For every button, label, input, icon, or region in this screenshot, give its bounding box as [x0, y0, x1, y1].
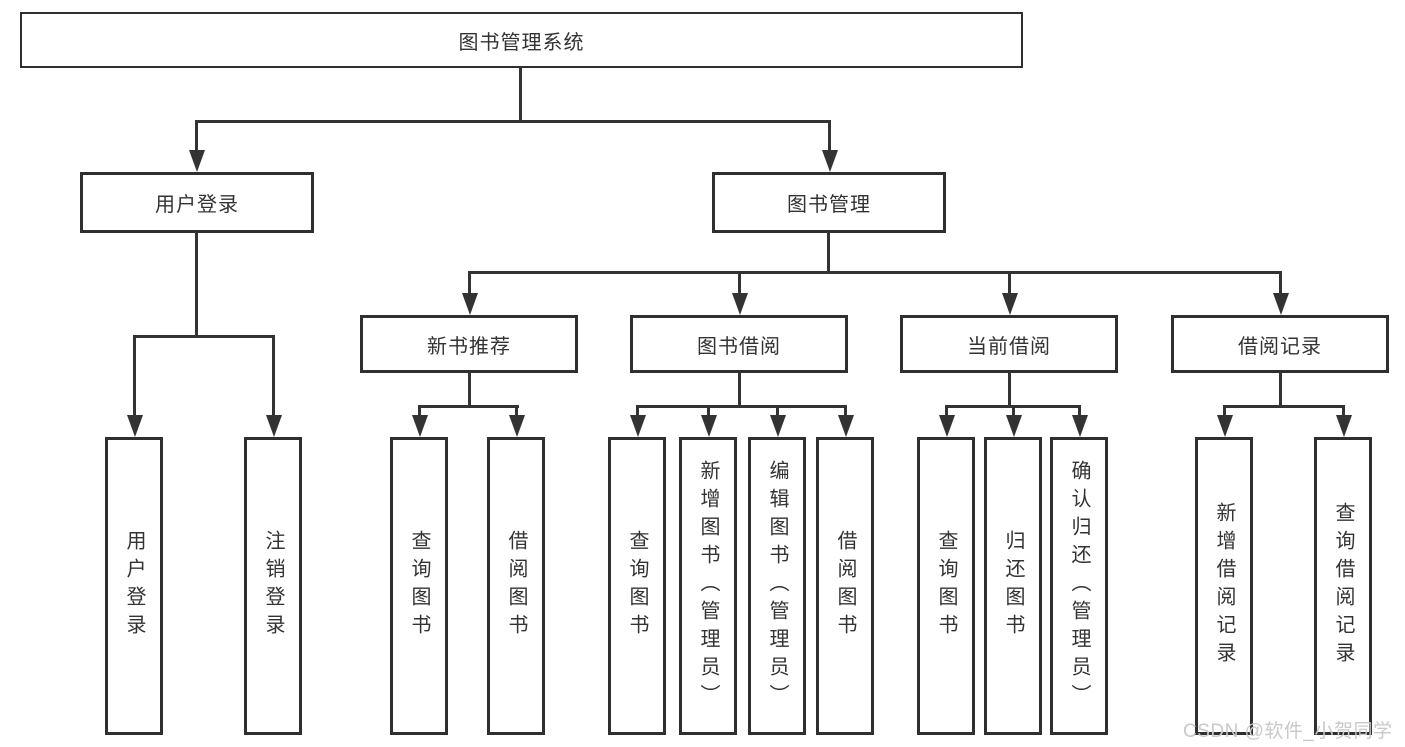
node-borrow-books-recommend: 借阅图书 [487, 437, 545, 735]
connector-line [468, 271, 1282, 274]
node-borrow-records: 借阅记录 [1171, 315, 1389, 373]
connector-line [828, 121, 831, 155]
node-user-login: 用户登录 [80, 172, 314, 233]
node-query-borrow-record: 查询借阅记录 [1314, 437, 1372, 735]
arrowhead-icon [412, 415, 428, 437]
arrowhead-icon [732, 293, 748, 315]
node-label: 当前借阅 [967, 335, 1051, 358]
arrowhead-icon [1006, 415, 1022, 437]
connector-line [1279, 272, 1282, 297]
node-current-borrow: 当前借阅 [900, 315, 1118, 373]
connector-line [418, 406, 421, 419]
connector-line [468, 272, 471, 297]
arrowhead-icon [838, 415, 854, 437]
node-library-system: 图书管理系统 [20, 12, 1023, 68]
arrowhead-icon [630, 415, 646, 437]
node-label: 新增借阅记录 [1213, 502, 1235, 670]
node-label: 查询图书 [935, 530, 957, 642]
arrowhead-icon [127, 415, 143, 437]
node-label: 图书管理系统 [458, 31, 585, 54]
node-query-books-current: 查询图书 [917, 437, 975, 735]
connector-line [738, 272, 741, 297]
arrowhead-icon [266, 415, 282, 437]
node-label: 用户登录 [123, 530, 145, 642]
connector-line [1012, 406, 1015, 419]
arrowhead-icon [1002, 293, 1018, 315]
connector-line [827, 231, 830, 272]
connector-line [195, 231, 198, 335]
node-return-book: 归还图书 [984, 437, 1042, 735]
node-label: 借阅图书 [505, 530, 527, 642]
connector-line [515, 406, 518, 419]
connector-line [636, 406, 639, 419]
connector-line [844, 406, 847, 419]
arrowhead-icon [1336, 415, 1352, 437]
node-add-borrow-record: 新增借阅记录 [1195, 437, 1253, 735]
node-book-management: 图书管理 [712, 172, 946, 233]
node-logout: 注销登录 [244, 437, 302, 735]
connector-line [1223, 406, 1226, 419]
node-label: 查询借阅记录 [1332, 502, 1354, 670]
node-label: 编辑图书（管理员） [766, 460, 788, 712]
node-user-login-leaf: 用户登录 [105, 437, 163, 735]
node-edit-book-admin: 编辑图书（管理员） [748, 437, 806, 735]
node-query-books-recommend: 查询图书 [390, 437, 448, 735]
connector-line [1008, 372, 1011, 406]
connector-line [195, 120, 831, 123]
node-add-book-admin: 新增图书（管理员） [679, 437, 737, 735]
node-book-borrow: 图书借阅 [630, 315, 848, 373]
connector-line [636, 405, 847, 408]
arrowhead-icon [770, 415, 786, 437]
connector-line [1223, 405, 1345, 408]
connector-line [468, 372, 471, 406]
node-label: 注销登录 [262, 530, 284, 642]
connector-line [738, 372, 741, 406]
node-label: 查询图书 [626, 530, 648, 642]
node-label: 用户登录 [155, 194, 239, 216]
arrowhead-icon [1273, 293, 1289, 315]
arrowhead-icon [1072, 415, 1088, 437]
connector-line [1342, 406, 1345, 419]
connector-line [272, 336, 275, 419]
connector-line [945, 406, 948, 419]
connector-line [1279, 372, 1282, 406]
connector-line [418, 405, 519, 408]
node-label: 归还图书 [1002, 530, 1024, 642]
node-label: 借阅记录 [1238, 335, 1322, 358]
connector-line [133, 336, 136, 419]
node-borrow-books: 借阅图书 [816, 437, 874, 735]
node-label: 图书管理 [787, 194, 871, 216]
arrowhead-icon [189, 150, 205, 172]
arrowhead-icon [822, 150, 838, 172]
csdn-watermark: CSDN @软件_小贺同学 [1183, 721, 1393, 742]
connector-line [1078, 406, 1081, 419]
arrowhead-icon [509, 415, 525, 437]
node-label: 确认归还（管理员） [1068, 460, 1090, 712]
connector-line [519, 67, 522, 121]
node-label: 借阅图书 [834, 530, 856, 642]
node-label: 新书推荐 [427, 335, 511, 358]
arrowhead-icon [1217, 415, 1233, 437]
connector-line [707, 406, 710, 419]
node-new-book-recommend: 新书推荐 [360, 315, 578, 373]
node-label: 查询图书 [408, 530, 430, 642]
arrowhead-icon [939, 415, 955, 437]
connector-line [133, 335, 275, 338]
node-label: 图书借阅 [697, 335, 781, 358]
connector-line [776, 406, 779, 419]
connector-line [1008, 272, 1011, 297]
node-confirm-return-admin: 确认归还（管理员） [1050, 437, 1108, 735]
connector-line [195, 121, 198, 155]
node-label: 新增图书（管理员） [697, 460, 719, 712]
arrowhead-icon [462, 293, 478, 315]
node-query-books-borrow: 查询图书 [608, 437, 666, 735]
arrowhead-icon [701, 415, 717, 437]
